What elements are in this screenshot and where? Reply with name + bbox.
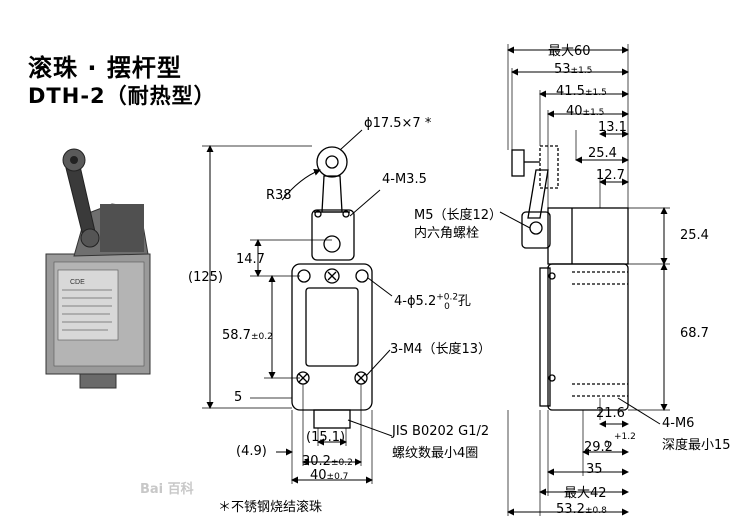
front-view xyxy=(291,146,373,429)
dim-53-2-label: 53.2±0.8 xyxy=(556,502,607,517)
roller-dimension-label: ϕ17.5×7 * xyxy=(364,116,432,131)
bottom-offset-label: 5 xyxy=(234,390,243,405)
dim-40-label: 40±1.5 xyxy=(566,104,605,119)
dim-29-2-tol-label: +1.2 xyxy=(614,432,636,442)
side-offset-label: (4.9) xyxy=(236,444,267,459)
outer-width-label: 40±0.7 xyxy=(310,468,349,483)
dim-25-4-right-label: 25.4 xyxy=(680,228,709,243)
m5-bolt-label: M5（长度12） xyxy=(414,208,503,223)
dim-53-label: 53±1.5 xyxy=(554,62,593,77)
hole-spacing-label: 58.7±0.2 xyxy=(222,328,273,343)
inner-width-label: (15.1) xyxy=(306,430,346,445)
dim-29-2-tol-low-label: 0 xyxy=(604,440,610,450)
roller-note: ＊不锈钢烧结滚珠 xyxy=(218,500,323,515)
dim-29-2-label: 29.2 xyxy=(584,440,613,455)
product-photo xyxy=(45,148,151,389)
dim-68-7-label: 68.7 xyxy=(680,326,709,341)
max-60-label: 最大60 xyxy=(548,44,591,59)
dim-12-7-label: 12.7 xyxy=(596,168,625,183)
radius-label: R38 xyxy=(266,188,292,203)
conduit-turns-label: 螺纹数最小4圈 xyxy=(392,446,479,461)
dim-41-5-label: 41.5±1.5 xyxy=(556,84,607,99)
watermark: Bai 百科 xyxy=(140,482,194,497)
total-height-label: (125) xyxy=(188,270,223,285)
dim-21-6-label: 21.6 xyxy=(596,406,625,421)
dim-35-label: 35 xyxy=(586,462,603,477)
screw-label: 4-M3.5 xyxy=(382,172,427,187)
m6-thread-label: 4-M6 xyxy=(662,416,695,431)
photo-brand-label: CDE xyxy=(70,279,85,286)
mid-width-label: 30.2±0.2 xyxy=(302,454,353,469)
title-line2: DTH-2（耐热型） xyxy=(28,84,216,108)
conduit-thread-label: JIS B0202 G1/2 xyxy=(392,424,490,439)
m5-bolt-type-label: 内六角螺栓 xyxy=(414,226,480,241)
mount-screw-label: 3-M4（长度13） xyxy=(390,342,491,357)
m6-depth-label: 深度最小15 xyxy=(662,438,731,453)
dim-13-1-label: 13.1 xyxy=(598,120,627,135)
max-42-label: 最大42 xyxy=(564,486,607,501)
dim-25-4-top-label: 25.4 xyxy=(588,146,617,161)
side-view xyxy=(511,145,629,411)
top-offset-label: 14.7 xyxy=(236,252,265,267)
title-line1: 滚珠 · 摆杆型 xyxy=(28,54,182,82)
